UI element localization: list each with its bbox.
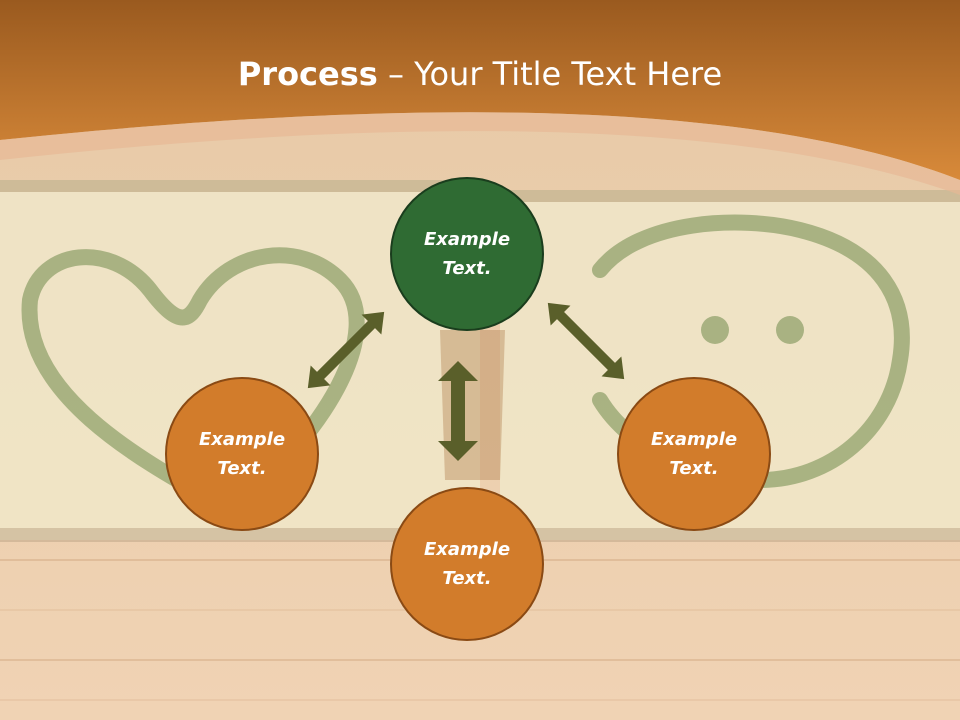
title-rest: Your Title Text Here xyxy=(414,55,723,93)
arrow-top-left xyxy=(307,311,385,389)
title-bold: Process xyxy=(237,55,378,93)
arrow-top-bottom xyxy=(438,361,478,461)
arrow-top-right xyxy=(547,302,625,380)
slide-title: Process – Your Title Text Here xyxy=(0,52,960,96)
title-separator: – xyxy=(377,55,415,93)
